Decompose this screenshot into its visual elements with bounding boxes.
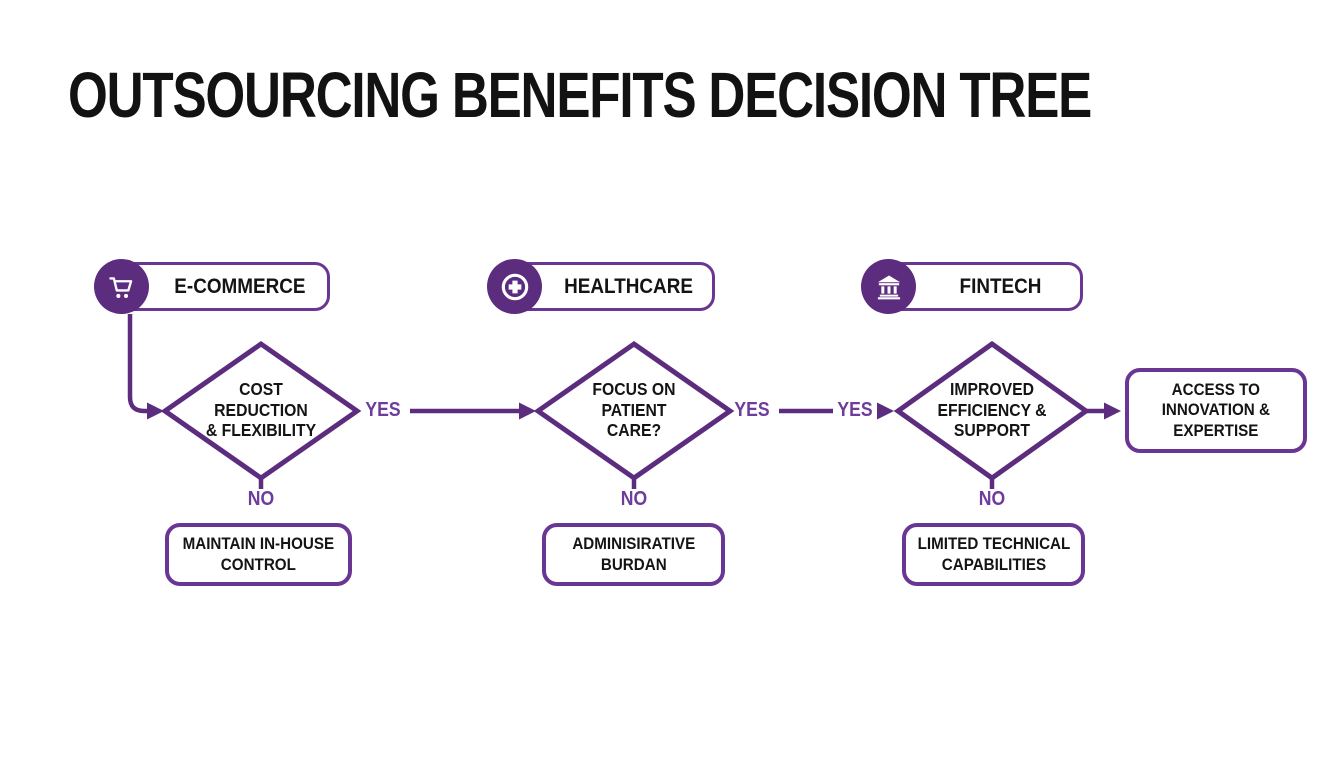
yes-label-3: YES [837,399,873,421]
no-label-1: NO [247,488,275,510]
yes-label-1: YES [365,399,401,421]
arrowhead-icon [519,402,536,420]
ecommerce-connector-line [127,314,148,414]
decision-diamond-fintech [893,340,1091,482]
outcome-text: LIMITED TECHNICAL CAPABILITIES [917,534,1070,574]
decision-diamond-ecommerce [160,340,362,482]
industry-label-healthcare: HEALTHCARE [564,274,694,298]
outcome-text: ACCESS TO INNOVATION & EXPERTISE [1161,380,1271,440]
decision-diamond-healthcare [533,340,735,482]
yes-label-2: YES [734,399,770,421]
page-title: OUTSOURCING BENEFITS DECISION TREE [68,59,1092,131]
bank-icon [861,259,916,314]
industry-pill-fintech: FINTECH [867,262,1083,311]
no-label-2: NO [620,488,648,510]
shopping-cart-icon [94,259,149,314]
no-label-3: NO [978,488,1006,510]
outcome-text: MAINTAIN IN-HOUSE CONTROL [182,534,335,574]
arrowhead-icon [877,402,894,420]
outcome-text: ADMINISIRATIVE BURDAN [572,534,695,574]
arrowhead-icon [147,402,164,420]
medical-cross-icon [487,259,542,314]
decision-label-fintech: IMPROVED EFFICIENCY & SUPPORT [937,379,1047,441]
decision-label-ecommerce: COST REDUCTION & FLEXIBILITY [205,379,317,441]
decision-label-healthcare: FOCUS ON PATIENT CARE? [592,379,676,441]
industry-label-fintech: FINTECH [959,274,1041,298]
arrowhead-icon [1104,402,1121,420]
outcome-box-administrative-burden: ADMINISIRATIVE BURDAN [542,523,725,586]
industry-label-ecommerce: E-COMMERCE [174,274,306,298]
outcome-box-maintain-inhouse: MAINTAIN IN-HOUSE CONTROL [165,523,352,586]
outcome-box-access-innovation: ACCESS TO INNOVATION & EXPERTISE [1125,368,1307,453]
outcome-box-limited-technical: LIMITED TECHNICAL CAPABILITIES [902,523,1085,586]
